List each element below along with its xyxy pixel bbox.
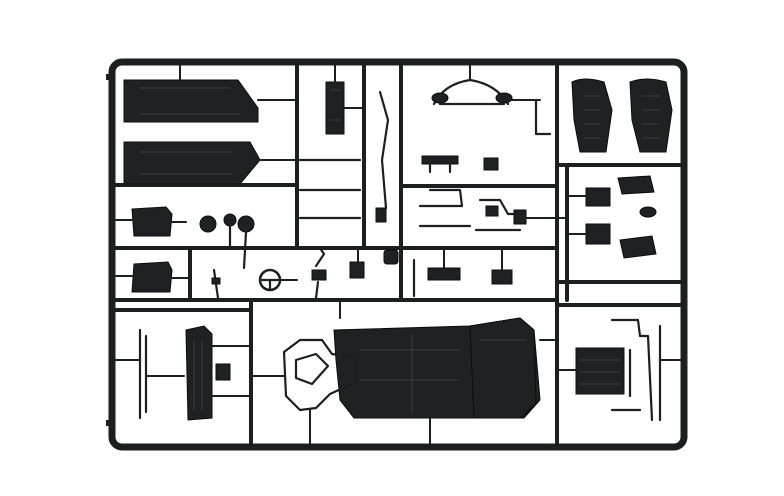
engine-block-part xyxy=(325,63,365,135)
small-parts-middle-row xyxy=(311,246,513,300)
seat-back-left xyxy=(571,78,613,153)
side-rail-part xyxy=(113,328,185,420)
front-axle-arch xyxy=(431,63,552,136)
front-frame-outline xyxy=(250,338,358,446)
grille-part xyxy=(185,325,252,421)
suspension-parts xyxy=(566,175,657,259)
steering-wheel xyxy=(258,268,298,292)
seat-back-right xyxy=(629,78,673,153)
sprue-outer-frame xyxy=(106,58,688,451)
windshield-frame xyxy=(610,318,683,422)
sprue-runners xyxy=(112,62,684,447)
radiator-part xyxy=(556,347,625,395)
rod-parts-center xyxy=(298,90,390,223)
chassis-body-tub xyxy=(333,299,558,446)
floor-panel-upper xyxy=(123,63,298,123)
gear-linkage-parts xyxy=(418,155,568,232)
small-seat-upper xyxy=(113,206,187,237)
small-seat-lower xyxy=(113,261,191,293)
floor-panel-lower xyxy=(123,141,298,185)
pedal-cluster xyxy=(199,213,255,300)
